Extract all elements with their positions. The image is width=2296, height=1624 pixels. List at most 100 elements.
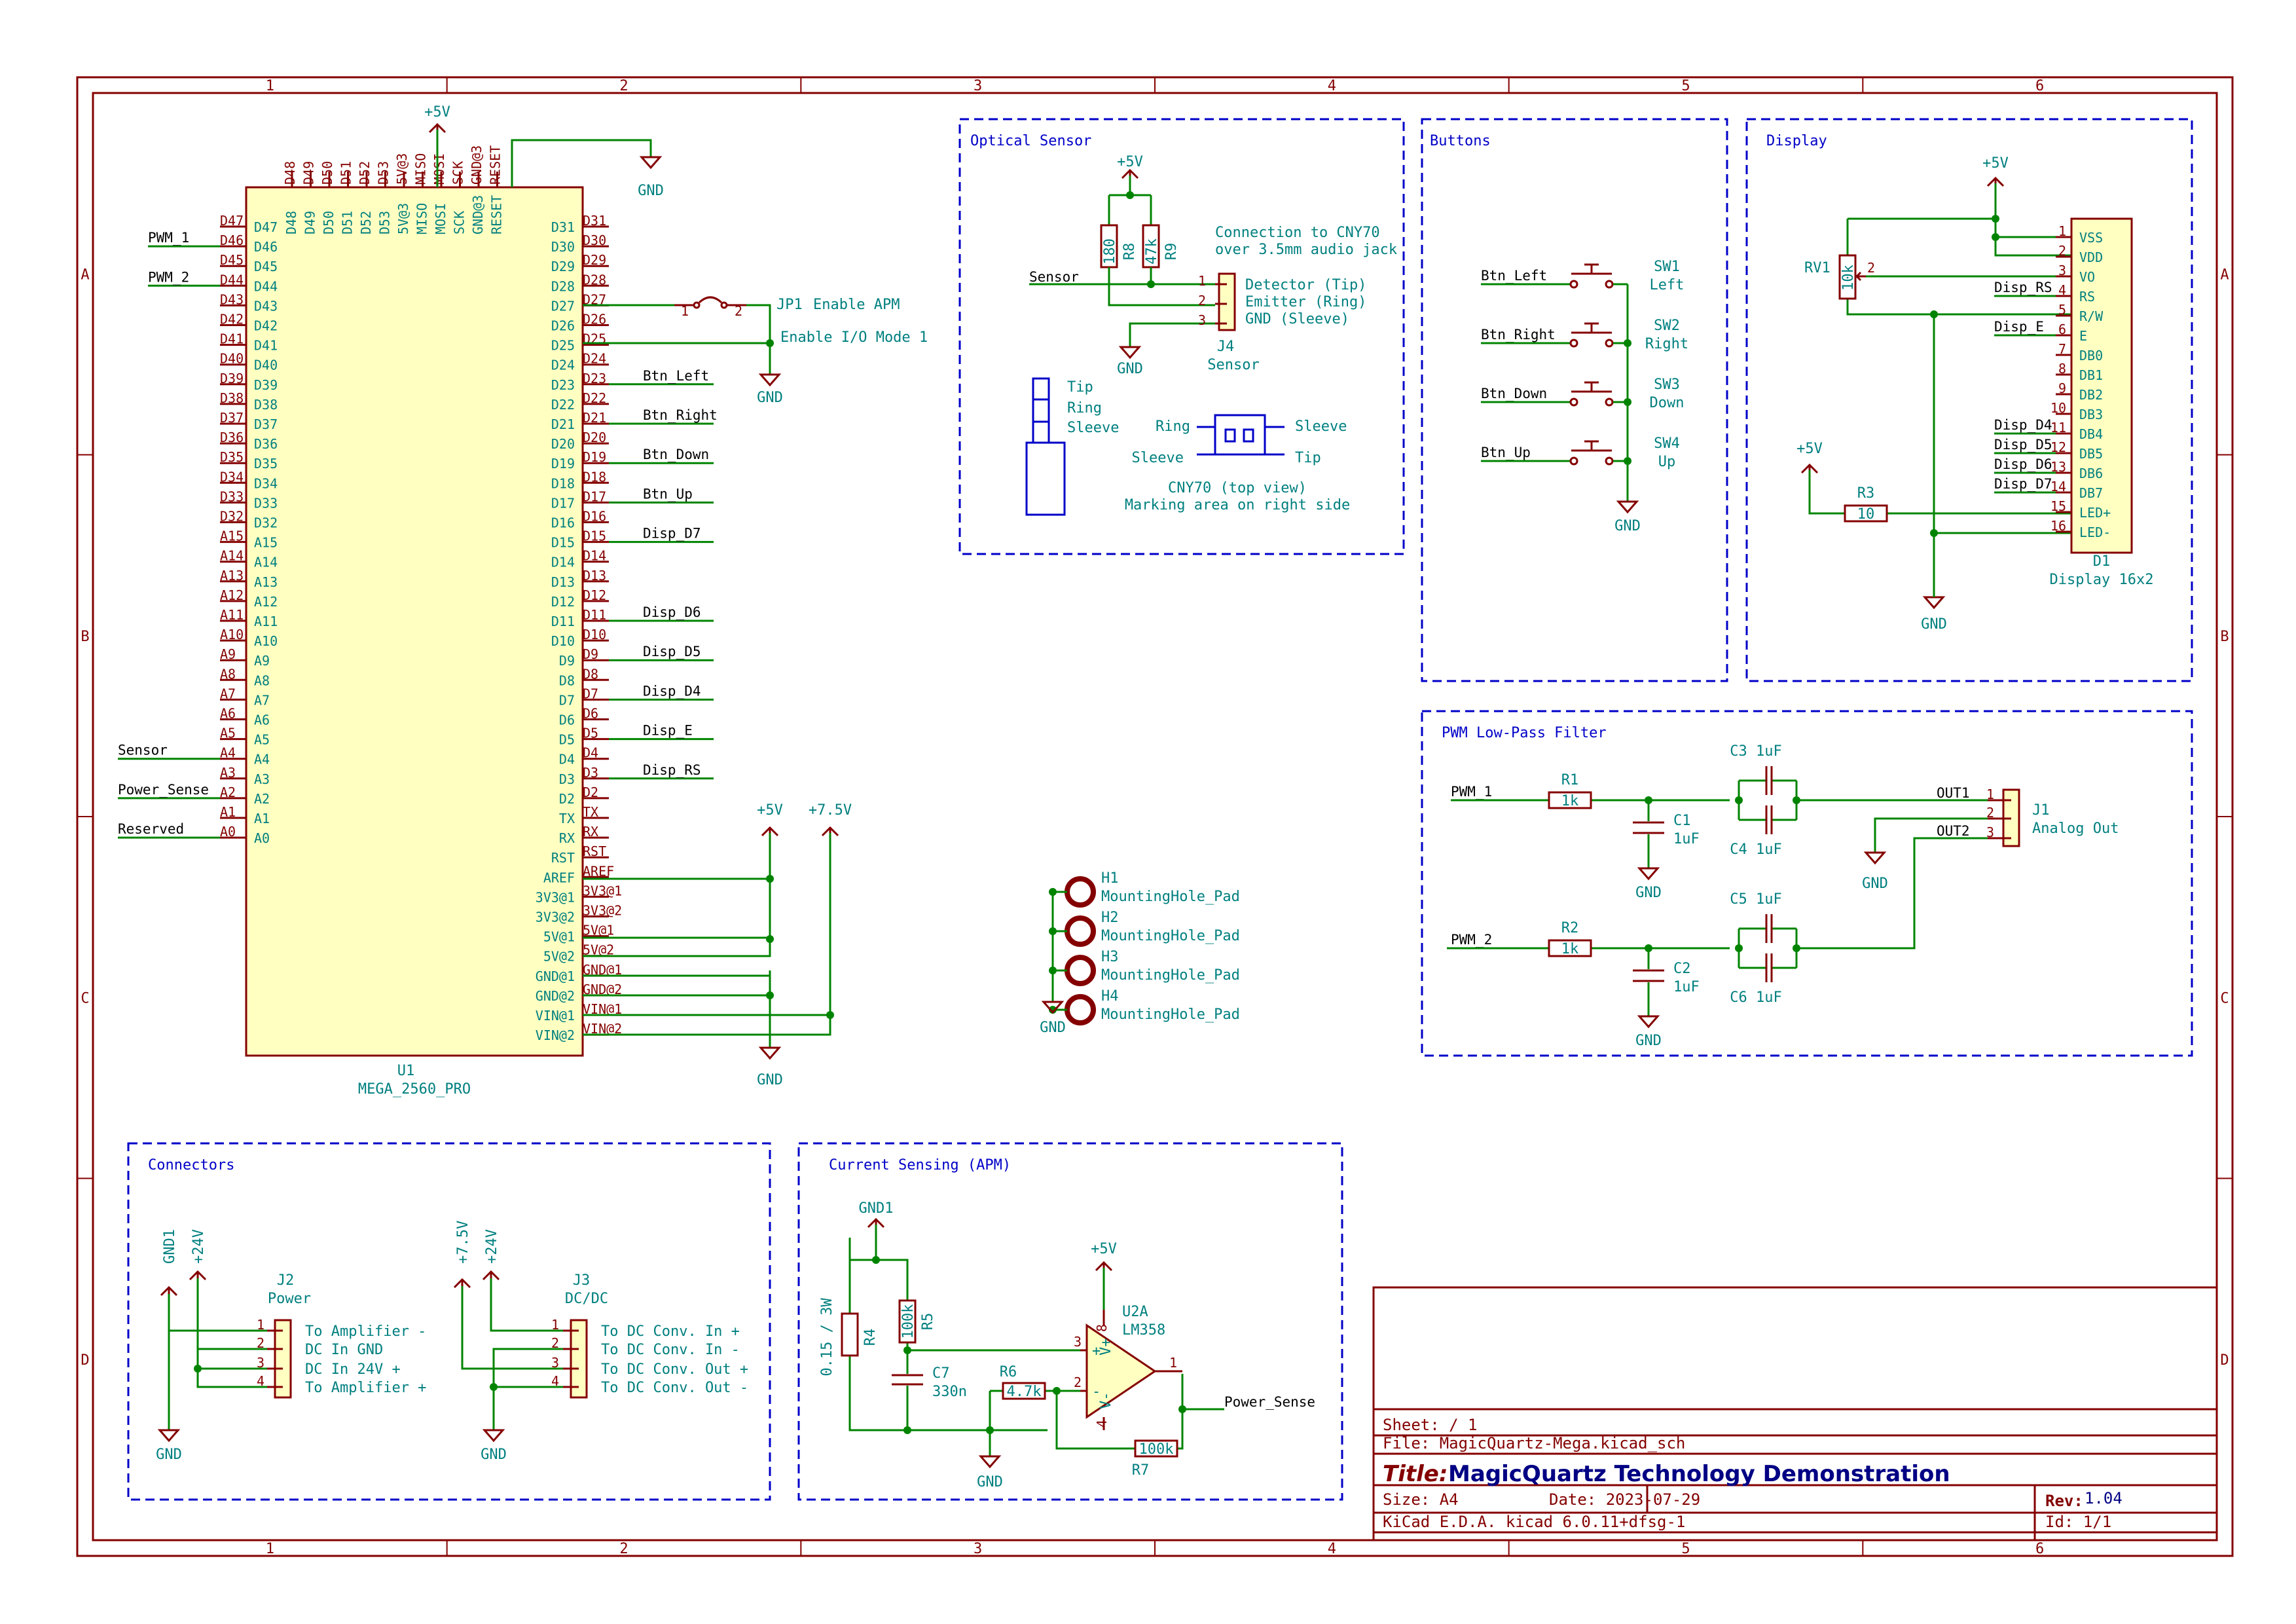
lcd-pin-name: LED+ <box>2079 505 2111 521</box>
connectors-title: Connectors <box>148 1157 234 1173</box>
mcu-pin-number: D37 <box>220 410 244 426</box>
frame-col-label: 4 <box>1328 1541 1336 1557</box>
mcu-pin-name: D8 <box>559 673 575 688</box>
title-block: Sheet: / 1 File: MagicQuartz-Mega.kicad_… <box>1372 1286 2218 1541</box>
svg-text:Detector (Tip): Detector (Tip) <box>1245 277 1366 293</box>
lcd-pin-number: 7 <box>2058 341 2066 357</box>
mounting-hole-ref: H4 <box>1101 988 1119 1005</box>
mcu-pin-number: A11 <box>220 607 244 623</box>
svg-text:R5: R5 <box>920 1313 936 1331</box>
svg-text:C6 1uF: C6 1uF <box>1730 989 1781 1006</box>
mcu-pin-name: 5V@3 <box>395 203 411 234</box>
mcu-pin-number: D26 <box>583 312 606 327</box>
svg-text:Ring: Ring <box>1156 418 1190 435</box>
svg-text:1k: 1k <box>1561 941 1579 957</box>
resistor-r5: 100k R5 <box>898 1299 936 1344</box>
net-label: Btn_Down <box>1481 386 1547 401</box>
mcu-pin-number: A6 <box>220 706 236 722</box>
mcu-pin-name: D38 <box>254 397 278 413</box>
mcu-pin-name: D31 <box>551 219 575 235</box>
mounting-hole-value: MountingHole_Pad <box>1101 967 1240 984</box>
mcu-pin-number: 5V@3 <box>394 153 410 185</box>
frame-row-label: D <box>81 1352 89 1369</box>
mcu-pin-name: D37 <box>254 416 278 432</box>
net-label: Disp_E <box>643 723 693 739</box>
mcu-pin-name: D53 <box>377 211 393 234</box>
mcu-pin-name: D30 <box>551 239 575 255</box>
mcu-pin-number: TX <box>583 804 598 820</box>
mcu-pin-name: D15 <box>551 535 575 551</box>
net-power-sense-current: Power_Sense <box>1224 1394 1315 1410</box>
mcu-pin-name: GND@1 <box>536 969 575 984</box>
mcu-pin-number: D8 <box>583 666 598 682</box>
frame-row-label: C <box>81 990 89 1006</box>
net-label: Disp_D4 <box>1994 417 2052 433</box>
frame-col-label: 4 <box>1328 78 1336 94</box>
mcu-pin-name: A7 <box>254 692 270 708</box>
tb-file: File: MagicQuartz-Mega.kicad_sch <box>1383 1434 1685 1452</box>
svg-text:OUT2: OUT2 <box>1937 823 1970 839</box>
mcu-pin-number: D11 <box>583 607 606 623</box>
mcu-pin-number: 3V3@2 <box>583 903 622 919</box>
svg-text:PWM_2: PWM_2 <box>1451 932 1492 948</box>
svg-text:Marking area on right side: Marking area on right side <box>1125 497 1350 513</box>
svg-text:47k: 47k <box>1144 238 1160 265</box>
frame-col-label: 3 <box>974 1541 982 1557</box>
mounting-holes: H1MountingHole_PadH2MountingHole_PadH3Mo… <box>1040 870 1240 1036</box>
mcu-pin-name: D19 <box>551 456 575 471</box>
mcu-pin-name: D12 <box>551 594 575 610</box>
svg-text:1uF: 1uF <box>1673 831 1700 847</box>
mcu-pin-number: A12 <box>220 587 244 603</box>
svg-text:C3 1uF: C3 1uF <box>1730 743 1781 760</box>
frame-col-label: 1 <box>266 1541 274 1557</box>
mcu-pin-number: SCK <box>450 161 466 185</box>
mcu-pin-number: A5 <box>220 726 236 741</box>
mcu-pin-number: D36 <box>220 430 244 445</box>
mcu-pin-name: D24 <box>551 358 575 373</box>
switch-contact <box>1569 280 1578 289</box>
buttons-section: Buttons Btn_LeftSW1LeftBtn_RightSW2Right… <box>1421 118 1728 682</box>
mcu-pin-name: D2 <box>559 791 575 807</box>
svg-text:R9: R9 <box>1163 243 1180 261</box>
svg-text:JP1: JP1 <box>776 297 803 313</box>
mounting-hole-ref: H1 <box>1101 870 1119 887</box>
frame-col-label: 3 <box>974 78 982 94</box>
mcu-pin-name: D33 <box>254 495 278 511</box>
mcu-pin-number: 5V@1 <box>583 923 614 938</box>
mcu-pin-name: D32 <box>254 515 278 531</box>
svg-text:1: 1 <box>257 1317 264 1333</box>
mcu-pin-number: D28 <box>583 272 606 287</box>
mcu-pin-name: TX <box>559 811 575 826</box>
svg-text:2: 2 <box>1074 1375 1082 1390</box>
mcu-pin-number: D41 <box>220 331 244 347</box>
mcu-pin-name: A13 <box>254 574 278 590</box>
switch-actuator <box>1571 322 1612 334</box>
svg-text:R6: R6 <box>1000 1364 1017 1380</box>
mcu-pin-number: D15 <box>583 528 606 544</box>
svg-text:3: 3 <box>551 1355 559 1371</box>
power-5v-optical: +5V <box>1117 154 1143 179</box>
gnd-symbol-c2: GND <box>1635 1015 1662 1049</box>
svg-text:+5V: +5V <box>757 802 783 819</box>
svg-text:J2: J2 <box>277 1272 295 1289</box>
mcu-pin-number: D7 <box>583 686 598 701</box>
mcu-pin-number: D14 <box>583 548 606 564</box>
switch-contact <box>1569 397 1578 407</box>
mcu-pin-name: VIN@2 <box>536 1027 575 1043</box>
mcu-pin-name: D42 <box>254 318 278 334</box>
svg-text:Ring: Ring <box>1067 400 1102 416</box>
tb-date: Date: 2023-07-29 <box>1549 1490 1700 1509</box>
svg-text:+7.5V: +7.5V <box>455 1221 471 1264</box>
mcu-ref: U1 <box>397 1063 415 1079</box>
lcd-pin-number: 3 <box>2058 263 2066 278</box>
mcu-pin-name: D28 <box>551 278 575 294</box>
mcu-pin-number: D4 <box>583 745 598 761</box>
mcu-pin-number: D12 <box>583 587 606 603</box>
net-label: Btn_Down <box>643 447 709 462</box>
net-label: Btn_Up <box>1481 445 1531 460</box>
mcu-pin-number: A1 <box>220 804 236 820</box>
cny70-drawing: Ring Sleeve Sleeve Tip CNY70 (top view) … <box>1125 414 1350 513</box>
net-label: Power_Sense <box>118 782 209 798</box>
gnd-symbol-mcu-top: GND <box>638 156 664 199</box>
mounting-hole-ref: H2 <box>1101 910 1119 926</box>
